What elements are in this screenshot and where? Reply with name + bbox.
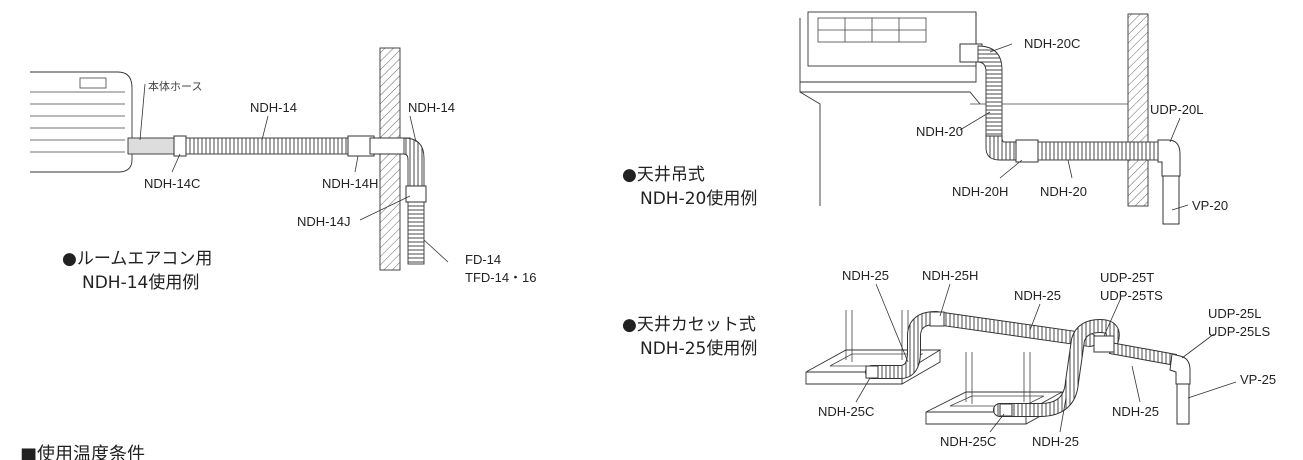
label-ndh25-a: NDH-25 (842, 268, 889, 283)
ndh14j-joint (405, 185, 427, 203)
label-tfd: TFD-14・16 (465, 270, 537, 285)
indoor-unit (30, 71, 133, 173)
label-udp25ls: UDP-25LS (1208, 324, 1270, 339)
label-ndh25-b: NDH-25 (1014, 288, 1061, 303)
caption-ceiling-cassette-line1: ●天井カセット式 (622, 315, 756, 335)
ndh25c-right-connector (999, 403, 1013, 417)
udp25l-elbow (1169, 353, 1191, 385)
ndh25h-fitting (929, 311, 945, 327)
label-fd14: FD-14 (465, 252, 501, 267)
udp20l-elbow (1157, 139, 1181, 177)
caption-room-ac-line2: NDH-14使用例 (82, 272, 199, 293)
vp20-pipe (1162, 175, 1180, 225)
label-ndh25h: NDH-25H (922, 268, 978, 283)
body-hose (127, 137, 179, 155)
label-vp20: VP-20 (1192, 198, 1228, 213)
ndh20-vertical (977, 45, 1003, 137)
label-udp20l: UDP-20L (1150, 102, 1203, 117)
label-ndh20h: NDH-20H (952, 184, 1008, 199)
label-body-hose: 本体ホース (148, 79, 202, 93)
label-ndh25c-left: NDH-25C (818, 404, 874, 419)
label-udp25t: UDP-25T (1100, 270, 1154, 285)
label-udp25l: UDP-25L (1208, 306, 1261, 321)
ceiling-cassette-diagram: NDH-25 NDH-25H NDH-25 UDP-25T UDP-25TS U… (622, 268, 1276, 449)
udp25t-tee (1093, 335, 1115, 353)
caption-ceiling-suspended-line1: ●天井吊式 (622, 165, 705, 185)
label-ndh14c: NDH-14C (144, 176, 200, 191)
label-ndh20c: NDH-20C (1024, 36, 1080, 51)
label-udp25ts: UDP-25TS (1100, 288, 1163, 303)
room-ac-diagram: 本体ホース NDH-14 NDH-14 NDH-14C NDH-14H NDH-… (30, 47, 537, 293)
label-ndh25c-bottom: NDH-25C (940, 434, 996, 449)
ndh25c-left-connector (865, 365, 879, 379)
label-ndh14-right: NDH-14 (408, 100, 455, 115)
wall-2 (1127, 13, 1149, 207)
label-ndh25-d: NDH-25 (1032, 434, 1079, 449)
caption-room-ac-line1: ●ルームエアコン用 (62, 249, 212, 269)
label-ndh20-bottom: NDH-20 (1040, 184, 1087, 199)
ndh20h-fitting (1015, 139, 1039, 163)
caption-ceiling-cassette-line2: NDH-25使用例 (640, 338, 757, 359)
label-vp25: VP-25 (1240, 372, 1276, 387)
caption-ceiling-suspended-line2: NDH-20使用例 (640, 188, 757, 209)
label-ndh14j: NDH-14J (297, 214, 350, 229)
vp25-pipe (1176, 383, 1190, 425)
label-ndh14-top: NDH-14 (250, 100, 297, 115)
ndh14-hose (185, 137, 367, 155)
fd14-hose (407, 201, 425, 265)
ceiling-suspended-diagram: NDH-20C UDP-20L NDH-20 NDH-20H NDH-20 VP… (622, 11, 1228, 225)
ndh20-horizontal (1037, 141, 1165, 161)
section-header: ■使用温度条件 (20, 444, 145, 460)
ndh14-elbow (403, 137, 425, 187)
ndh14c-connector (173, 135, 187, 157)
label-ndh25-c: NDH-25 (1112, 404, 1159, 419)
wall (379, 47, 401, 271)
label-ndh20-left: NDH-20 (916, 124, 963, 139)
label-ndh14h: NDH-14H (322, 176, 378, 191)
